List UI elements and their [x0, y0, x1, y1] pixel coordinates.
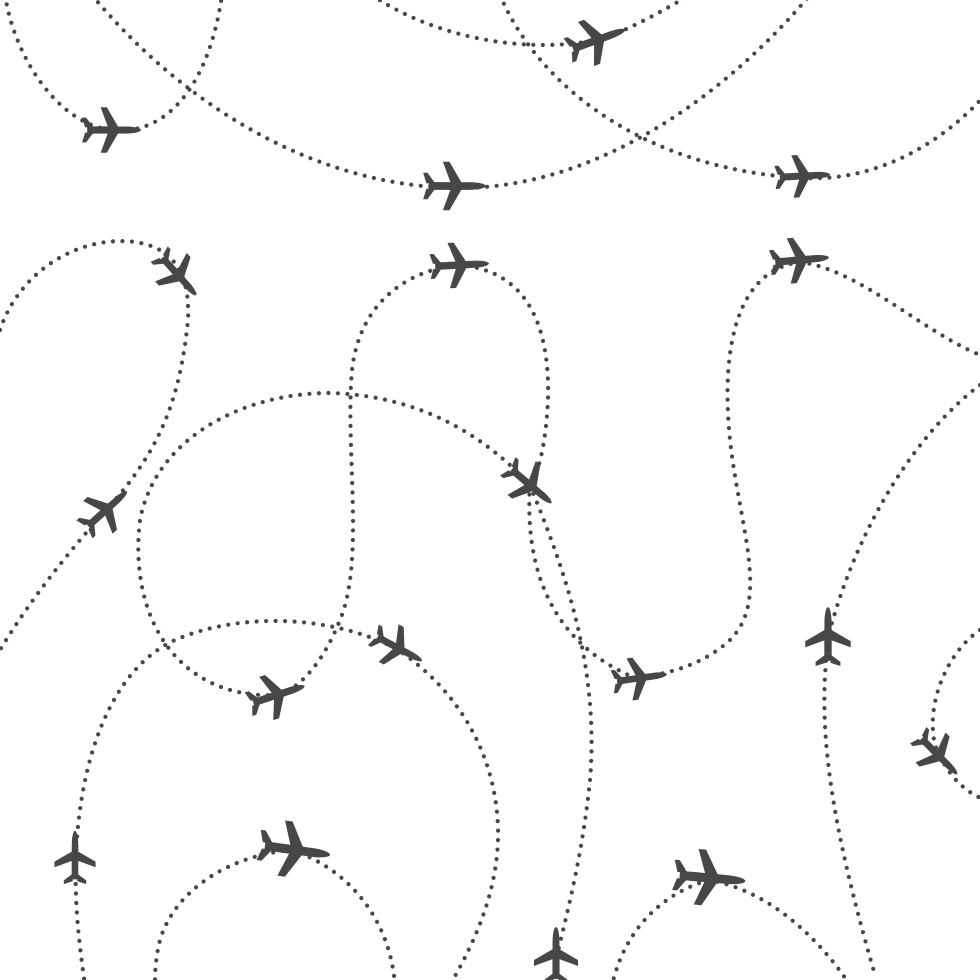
airplane-icon [773, 153, 832, 199]
dotted-route [275, 262, 461, 698]
dotted-route [499, 0, 980, 181]
airplane-icon [534, 927, 578, 980]
dotted-route [375, 0, 686, 48]
airplane-icon [423, 161, 486, 211]
airplane-icon [143, 239, 212, 310]
dotted-route [3, 0, 224, 133]
dotted-route [289, 847, 397, 980]
airplane-icon [363, 616, 432, 680]
airplane-icon [241, 664, 312, 726]
airplane-icon [254, 817, 334, 883]
dotted-route [930, 627, 980, 800]
dotted-route [73, 618, 398, 980]
dotted-route [0, 239, 191, 653]
dotted-route [527, 482, 638, 681]
dotted-route [136, 390, 533, 698]
dotted-route [797, 259, 980, 358]
airplane-icons [54, 7, 973, 980]
dotted-route [632, 259, 803, 681]
dotted-route [527, 482, 594, 963]
dotted-route [93, 0, 809, 191]
dotted-route [611, 877, 711, 980]
airplane-icon [609, 653, 670, 703]
airplane-icon [69, 474, 142, 546]
airplane-icon [54, 830, 96, 885]
airplane-icon [670, 847, 748, 909]
dotted-route [822, 382, 980, 978]
airplane-icon [768, 234, 831, 286]
airplane-icon [82, 107, 141, 153]
dotted-route [705, 877, 850, 980]
airplane-icon [559, 7, 634, 73]
dotted-route [152, 847, 295, 980]
airplane-icon [903, 720, 973, 790]
dotted-route [392, 645, 501, 980]
airplane-icon [805, 607, 851, 666]
airplane-icon [493, 449, 566, 520]
dotted-route [455, 262, 551, 488]
airplane-icon [428, 240, 491, 290]
